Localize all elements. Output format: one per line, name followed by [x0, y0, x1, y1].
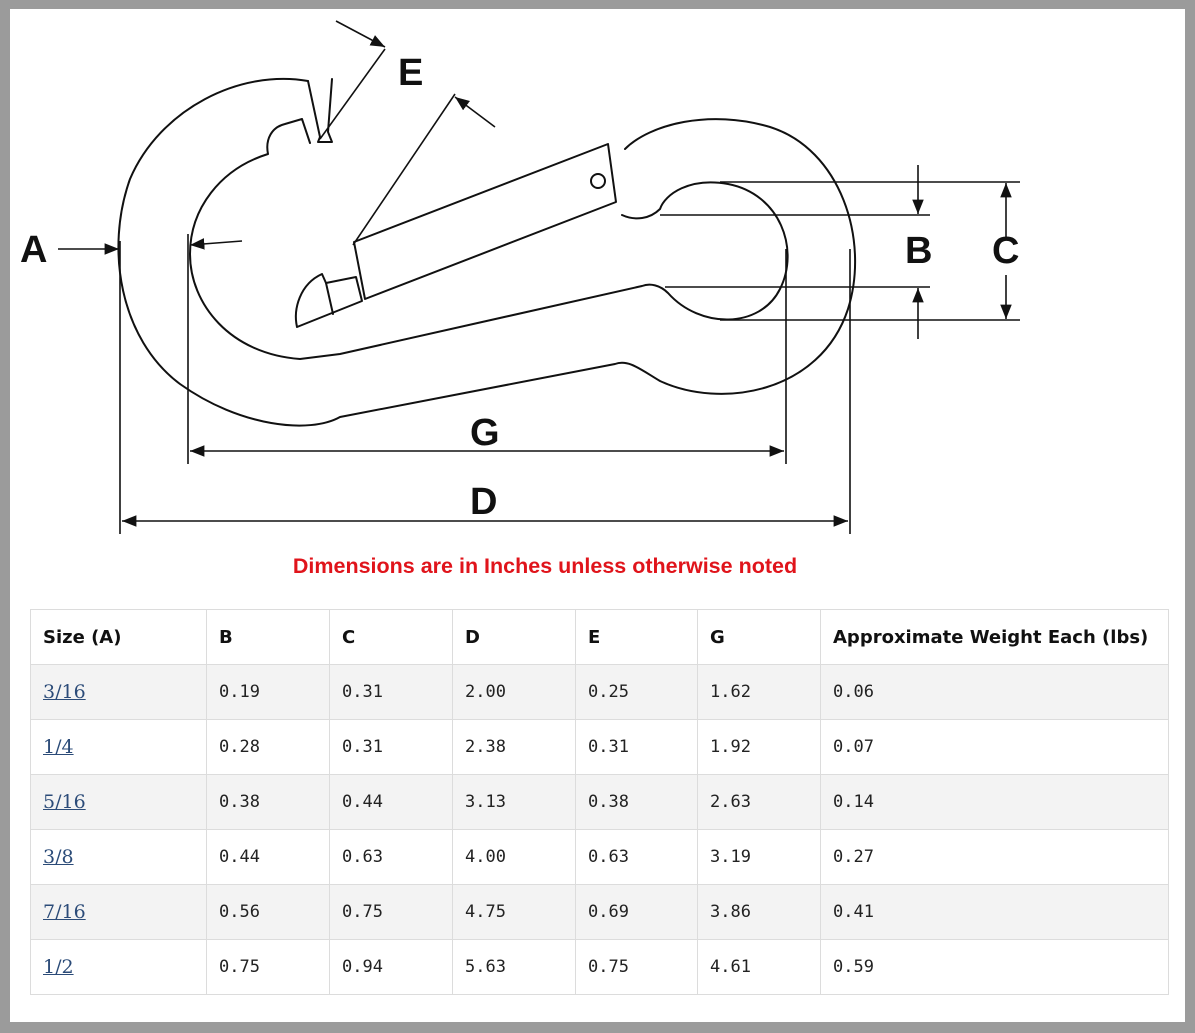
cell-e: 0.25	[575, 664, 698, 720]
label-g: G	[470, 412, 500, 454]
cell-b: 0.38	[206, 774, 330, 830]
latch-nose	[295, 273, 363, 328]
col-header-e: E	[575, 609, 698, 665]
label-a: A	[20, 229, 47, 271]
size-link[interactable]: 3/16	[43, 681, 86, 703]
cell-c: 0.44	[329, 774, 453, 830]
cell-weight: 0.59	[820, 939, 1169, 995]
content-frame: A E B C G D Dimensions are in Inches unl…	[10, 9, 1185, 1022]
label-d: D	[470, 481, 497, 523]
col-header-c: C	[329, 609, 453, 665]
cell-g: 3.86	[697, 884, 821, 940]
col-header-size: Size (A)	[30, 609, 207, 665]
cell-g: 2.63	[697, 774, 821, 830]
cell-b: 0.56	[206, 884, 330, 940]
cell-d: 4.00	[452, 829, 576, 885]
header-row: Size (A) B C D E G Approximate Weight Ea…	[30, 609, 1169, 665]
cell-d: 2.00	[452, 664, 576, 720]
cell-b: 0.44	[206, 829, 330, 885]
cell-weight: 0.07	[820, 719, 1169, 775]
size-link[interactable]: 3/8	[43, 846, 74, 868]
size-link[interactable]: 1/4	[43, 736, 74, 758]
cell-c: 0.94	[329, 939, 453, 995]
cell-g: 4.61	[697, 939, 821, 995]
cell-d: 3.13	[452, 774, 576, 830]
spec-table: Size (A) B C D E G Approximate Weight Ea…	[30, 609, 1169, 995]
col-header-weight: Approximate Weight Each (lbs)	[820, 609, 1169, 665]
hook-inner-outline	[189, 118, 789, 360]
gate-slot	[307, 78, 333, 143]
label-e: E	[398, 52, 423, 94]
table-row: 7/16 0.56 0.75 4.75 0.69 3.86 0.41	[30, 884, 1169, 940]
table-row: 3/16 0.19 0.31 2.00 0.25 1.62 0.06	[30, 664, 1169, 720]
units-note: Dimensions are in Inches unless otherwis…	[292, 554, 798, 578]
size-link[interactable]: 5/16	[43, 791, 86, 813]
cell-d: 2.38	[452, 719, 576, 775]
cell-weight: 0.14	[820, 774, 1169, 830]
spring-gate	[353, 143, 617, 300]
cell-e: 0.31	[575, 719, 698, 775]
table-row: 1/2 0.75 0.94 5.63 0.75 4.61 0.59	[30, 939, 1169, 995]
cell-size: 1/4	[30, 719, 207, 775]
cell-size: 1/2	[30, 939, 207, 995]
label-b: B	[905, 230, 932, 272]
cell-e: 0.69	[575, 884, 698, 940]
col-header-g: G	[697, 609, 821, 665]
col-header-d: D	[452, 609, 576, 665]
cell-b: 0.19	[206, 664, 330, 720]
cell-c: 0.31	[329, 664, 453, 720]
label-c: C	[992, 230, 1019, 272]
size-link[interactable]: 1/2	[43, 956, 74, 978]
cell-g: 1.92	[697, 719, 821, 775]
cell-size: 3/8	[30, 829, 207, 885]
snap-hook-diagram: A E B C G D	[20, 20, 1020, 534]
cell-e: 0.63	[575, 829, 698, 885]
cell-g: 3.19	[697, 829, 821, 885]
cell-weight: 0.41	[820, 884, 1169, 940]
cell-d: 4.75	[452, 884, 576, 940]
cell-size: 3/16	[30, 664, 207, 720]
cell-weight: 0.27	[820, 829, 1169, 885]
cell-c: 0.31	[329, 719, 453, 775]
col-header-b: B	[206, 609, 330, 665]
cell-c: 0.75	[329, 884, 453, 940]
cell-b: 0.28	[206, 719, 330, 775]
cell-d: 5.63	[452, 939, 576, 995]
cell-weight: 0.06	[820, 664, 1169, 720]
cell-c: 0.63	[329, 829, 453, 885]
table-row: 5/16 0.38 0.44 3.13 0.38 2.63 0.14	[30, 774, 1169, 830]
table-row: 3/8 0.44 0.63 4.00 0.63 3.19 0.27	[30, 829, 1169, 885]
hook-outer-outline	[117, 77, 856, 427]
size-link[interactable]: 7/16	[43, 901, 86, 923]
cell-e: 0.75	[575, 939, 698, 995]
cell-b: 0.75	[206, 939, 330, 995]
cell-size: 7/16	[30, 884, 207, 940]
cell-size: 5/16	[30, 774, 207, 830]
cell-e: 0.38	[575, 774, 698, 830]
table-row: 1/4 0.28 0.31 2.38 0.31 1.92 0.07	[30, 719, 1169, 775]
cell-g: 1.62	[697, 664, 821, 720]
